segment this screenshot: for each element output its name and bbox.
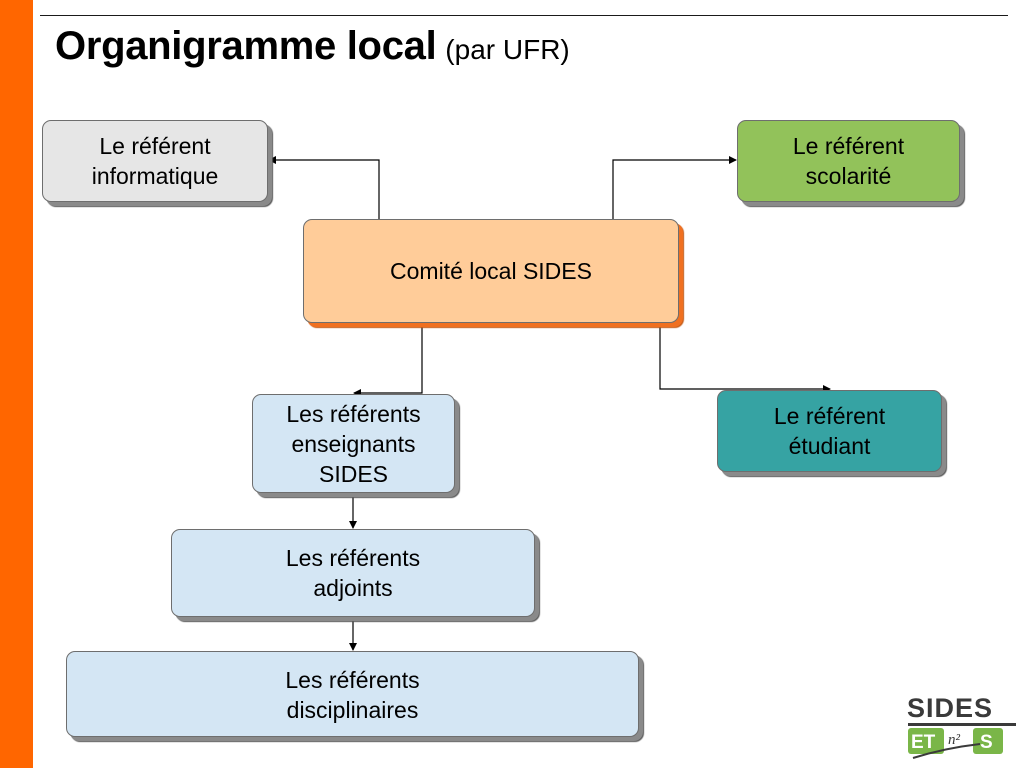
node-label: Comité local SIDES — [390, 258, 592, 284]
node-referents-disciplinaires[interactable]: Les référents disciplinaires — [66, 651, 639, 737]
title-divider — [40, 15, 1008, 16]
edge-comite-enseignants — [353, 323, 423, 397]
edge-comite-informatique — [268, 156, 380, 219]
title-main: Organigramme local — [55, 24, 437, 68]
node-label: Les référents disciplinaires — [285, 667, 420, 723]
node-referents-enseignants[interactable]: Les référents enseignants SIDES — [252, 394, 455, 493]
edge-comite-scolarite — [612, 156, 737, 219]
logo-et: ET — [911, 732, 936, 753]
node-referent-scolarite[interactable]: Le référent scolarité — [737, 120, 960, 202]
logo-s-badge — [973, 728, 1003, 754]
node-label: Les référents adjoints — [285, 545, 421, 601]
node-label: Le référent scolarité — [792, 133, 905, 189]
node-label: Le référent étudiant — [773, 403, 886, 459]
logo-n2: n² — [948, 732, 961, 748]
node-referents-adjoints[interactable]: Les référents adjoints — [171, 529, 535, 617]
node-label: Les référents enseignants SIDES — [286, 401, 421, 487]
node-referent-etudiant[interactable]: Le référent étudiant — [717, 390, 942, 472]
accent-bar — [0, 0, 33, 768]
logo-et-badge — [908, 728, 944, 754]
title-subtitle: (par UFR) — [445, 34, 570, 65]
logo-word-sides: SIDES — [907, 693, 993, 723]
node-comite-local[interactable]: Comité local SIDES — [303, 219, 679, 323]
edge-comite-etudiant — [659, 323, 831, 393]
node-referent-informatique[interactable]: Le référent informatique — [42, 120, 268, 202]
logo-s: S — [980, 732, 993, 753]
logo-bar — [908, 723, 1016, 726]
sides-logo: SIDES ET n² S — [907, 693, 1016, 759]
logo-swoosh — [912, 743, 981, 759]
node-label: Le référent informatique — [91, 133, 219, 189]
slide-title: Organigramme local (par UFR) — [55, 24, 570, 69]
